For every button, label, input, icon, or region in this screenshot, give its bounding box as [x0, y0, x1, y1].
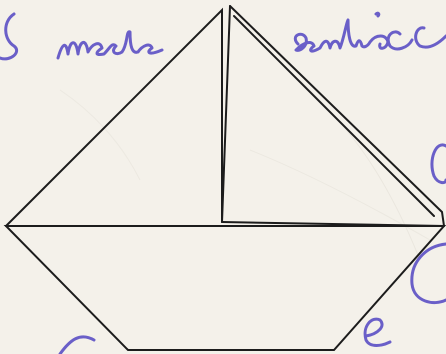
- ink-word-right: [295, 13, 446, 51]
- mast: [222, 6, 230, 222]
- ink-fragment-left: [0, 14, 17, 59]
- ink-fragment-bottom-left: [60, 337, 94, 354]
- paper-texture: [60, 80, 430, 260]
- sailboat-drawing: [6, 6, 444, 350]
- ink-letter-e: [365, 319, 390, 345]
- left-sail: [6, 10, 222, 226]
- ink-word-left: [58, 32, 162, 58]
- ink-fragment-right-mid: [432, 145, 446, 183]
